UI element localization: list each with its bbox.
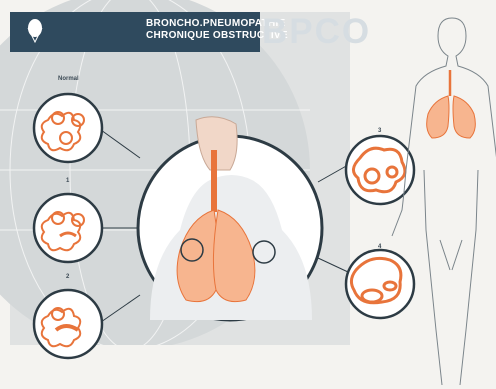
stage-label-3: 3 [378,128,381,134]
stage-4-circle [346,250,414,318]
stage-label-2: 2 [66,274,69,280]
stage-normal-circle [34,94,102,162]
stage-label-1: 1 [66,178,69,184]
body-lungs [427,70,476,138]
page-title-acronym: BPCO [262,12,371,52]
brand-logo-icon [16,16,54,50]
stage-label-normal: Normal [58,76,79,82]
stage-label-4: 4 [378,244,381,250]
stage-1-circle [34,194,102,262]
body-silhouette [392,18,496,385]
stage-2-circle [34,290,102,358]
